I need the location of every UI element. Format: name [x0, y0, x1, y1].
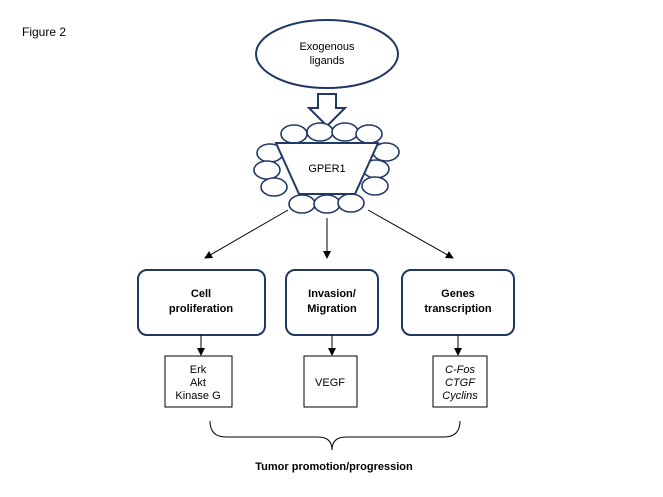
arrow-to-transcription: [367, 209, 454, 259]
membrane-bead: [306, 122, 334, 142]
membrane-bead: [253, 160, 281, 180]
arrow-to-proliferation: [204, 209, 289, 259]
mediator-box: [164, 355, 233, 408]
mediator-line: C-Fos: [445, 364, 475, 376]
receptor-node: GPER1: [274, 142, 380, 195]
membrane-bead: [331, 122, 359, 142]
effect-label-line1: Cell: [191, 288, 211, 300]
effect-transcription: Genes transcription: [401, 269, 515, 336]
ligand-ellipse: [255, 19, 399, 89]
membrane-bead: [355, 124, 383, 144]
effect-invasion: Invasion/ Migration: [285, 269, 379, 336]
membrane-bead: [288, 194, 316, 214]
ligand-label-line2: ligands: [310, 55, 345, 67]
mediator-line: Akt: [190, 377, 206, 389]
membrane-bead: [280, 124, 308, 144]
effect-label-line2: proliferation: [169, 303, 233, 315]
mediator-line: VEGF: [315, 377, 345, 389]
membrane-bead: [337, 193, 365, 213]
ligand-node: Exogenous ligands: [255, 19, 399, 89]
membrane-bead: [313, 194, 341, 214]
mediator-box: [303, 355, 358, 408]
figure-label: Figure 2: [22, 25, 66, 39]
mediator-kinases: Erk Akt Kinase G: [164, 355, 233, 408]
mediator-line: Kinase G: [175, 390, 220, 402]
mediator-vegf: VEGF: [303, 355, 358, 408]
mediator-box: [432, 355, 488, 408]
membrane-bead: [260, 177, 288, 197]
effect-label-line1: Invasion/: [308, 288, 356, 300]
binding-arrow: [306, 93, 348, 128]
grouping-brace: [209, 420, 461, 451]
mediator-genes: C-Fos CTGF Cyclins: [432, 355, 488, 408]
ligand-label-line1: Exogenous: [299, 41, 355, 53]
mediator-line: Erk: [190, 364, 207, 376]
effect-label-line2: Migration: [307, 303, 357, 315]
effect-label-line1: Genes: [441, 288, 475, 300]
effect-label-line2: transcription: [424, 303, 492, 315]
receptor-shape: [274, 142, 380, 195]
membrane-bead: [361, 176, 389, 196]
outcome-label: Tumor promotion/progression: [255, 461, 413, 473]
mediator-line: Cyclins: [442, 390, 478, 402]
effect-proliferation: Cell proliferation: [137, 269, 266, 336]
mediator-line: CTGF: [445, 377, 476, 389]
receptor-label: GPER1: [308, 163, 345, 175]
